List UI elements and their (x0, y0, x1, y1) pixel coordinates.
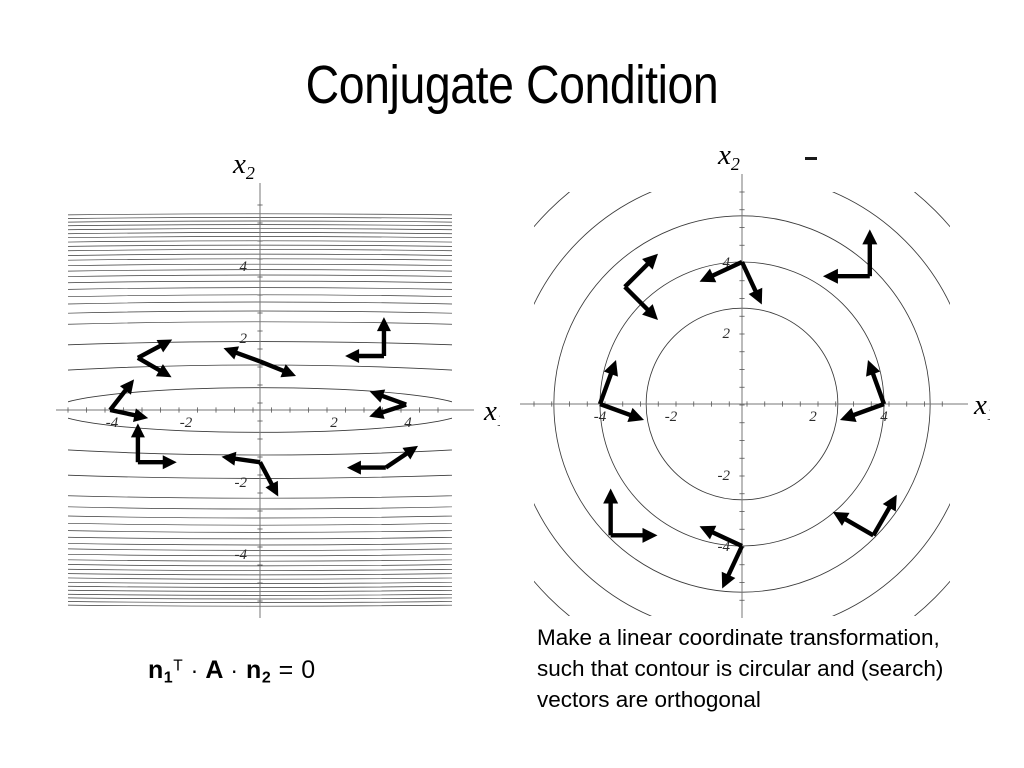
orthogonal-vector-pair (597, 359, 645, 422)
contour-line (520, 140, 990, 618)
search-vector-arrow-1-1 (108, 379, 135, 412)
search-vector-pairs-group (597, 229, 897, 589)
formula-transpose: T (173, 657, 184, 675)
search-vector-arrow-5-1 (221, 451, 261, 466)
search-vector-arrow-7-2 (376, 317, 391, 356)
y-tick-label--2: -2 (235, 475, 248, 491)
orthogonal-vector-pair (699, 260, 763, 305)
x-tick-label-4: 4 (880, 409, 888, 425)
y-tick-label-4: 4 (723, 255, 731, 271)
y-tick-label-2: 2 (240, 331, 248, 347)
orthogonal-vector-pair (839, 359, 887, 422)
orthogonal-vector-arrow-8-1 (871, 494, 897, 537)
orthogonal-vector-arrow-4-1 (699, 525, 743, 548)
elliptical-contour-svg: -4 -2 2 4 4 2 -2 -4 x2 x1 (56, 148, 500, 618)
y-axis-label: x2 (232, 148, 255, 183)
y-tick-label--4: -4 (235, 547, 248, 563)
search-vector-arrow-7-1 (345, 349, 384, 363)
orthogonal-vector-arrow-3-1 (699, 260, 743, 283)
search-vector-arrow-5-2 (258, 461, 279, 497)
orthogonal-vector-arrow-6-1 (862, 229, 878, 277)
axes-group (520, 174, 968, 618)
search-vector-arrow-4-2 (259, 359, 297, 378)
tick-labels-group: -4 -2 2 4 4 2 -2 -4 (594, 255, 889, 555)
search-vector-pair (130, 423, 177, 470)
search-vector-pair (346, 445, 419, 475)
search-vector-pair (108, 379, 149, 423)
orthogonal-vector-arrow-8-2 (832, 511, 875, 538)
contour-line (534, 192, 950, 616)
orthogonal-vector-arrow-4-2 (721, 545, 744, 589)
contour-lines-group (520, 140, 990, 618)
search-vector-pair (136, 339, 173, 378)
search-vector-pair (369, 389, 407, 419)
search-vector-pairs-group (108, 317, 419, 497)
y-tick-label-4: 4 (240, 259, 248, 275)
axes-group (56, 183, 474, 618)
x-tick-label--4: -4 (594, 409, 607, 425)
search-vector-arrow-3-1 (130, 423, 145, 463)
formula-n2: n (246, 656, 262, 684)
orthogonal-vector-arrow-7-2 (610, 527, 658, 543)
formula-n2-subscript: 2 (261, 669, 272, 687)
formula-dot-1: · (190, 657, 199, 683)
orthogonal-vector-pair (832, 494, 897, 538)
x-tick-label-4: 4 (404, 415, 412, 431)
search-vector-arrow-8-1 (346, 460, 386, 475)
formula-matrix-a: A (205, 656, 223, 684)
orthogonal-vector-arrow-5-2 (623, 285, 658, 320)
page-title: Conjugate Condition (305, 55, 719, 115)
caption-paragraph: Make a linear coordinate transformation,… (537, 625, 944, 712)
formula-n1: n (148, 656, 164, 684)
search-vector-arrow-1-2 (109, 407, 149, 423)
elliptical-contour-figure: -4 -2 2 4 4 2 -2 -4 x2 x1 (40, 148, 500, 618)
y-axis-label: x2 (717, 140, 740, 174)
x-tick-label-2: 2 (330, 415, 338, 431)
orthogonal-vector-arrow-2-1 (866, 359, 887, 405)
orthogonal-vector-arrow-1-1 (597, 359, 618, 405)
search-vector-arrow-2-2 (136, 355, 172, 378)
search-vector-pair (223, 346, 297, 378)
orthogonal-vector-arrow-5-1 (623, 253, 658, 289)
y-tick-label--4: -4 (718, 539, 731, 555)
search-vector-arrow-3-2 (137, 455, 177, 470)
y-tick-label-2: 2 (723, 326, 731, 342)
y-tick-label--2: -2 (718, 468, 731, 484)
formula-dot-2: · (230, 657, 239, 683)
orthogonal-vector-pair (623, 253, 658, 320)
orthogonal-vector-pair (699, 525, 744, 589)
tick-labels-group: -4 -2 2 4 4 2 -2 -4 (106, 259, 413, 563)
orthogonal-vector-arrow-1-2 (599, 401, 645, 422)
stray-dash-artifact (805, 157, 817, 160)
search-vector-pair (345, 317, 391, 363)
search-vector-arrow-8-2 (384, 445, 419, 470)
contour-line (534, 192, 950, 616)
formula-n1-subscript: 1 (163, 669, 174, 687)
circular-contour-figure: -4 -2 2 4 4 2 -2 -4 x2 x1 (520, 140, 990, 618)
orthogonal-vector-arrow-2-2 (839, 401, 885, 422)
circular-contour-svg: -4 -2 2 4 4 2 -2 -4 x2 x1 (520, 140, 990, 618)
x-tick-label--2: -2 (665, 409, 678, 425)
orthogonal-vector-arrow-6-2 (822, 268, 870, 284)
formula-equals-zero: = 0 (278, 656, 316, 684)
search-vector-arrow-2-1 (136, 339, 173, 360)
search-vector-arrow-6-2 (369, 402, 407, 419)
x-tick-label--2: -2 (180, 415, 193, 431)
x-axis-label: x1 (483, 395, 500, 430)
search-vector-arrow-4-1 (223, 346, 261, 364)
search-vector-pair (221, 451, 279, 497)
x-tick-label-2: 2 (809, 409, 817, 425)
orthogonal-vector-pair (603, 488, 658, 543)
x-axis-label: x1 (973, 389, 990, 424)
orthogonal-vector-pair (822, 229, 878, 284)
conjugate-condition-formula: n1T · A · n2 = 0 (148, 656, 316, 687)
search-vector-arrow-6-1 (369, 389, 407, 407)
x-tick-label--4: -4 (106, 415, 119, 431)
orthogonal-vector-arrow-3-2 (740, 261, 763, 305)
orthogonal-vector-arrow-7-1 (603, 488, 619, 536)
